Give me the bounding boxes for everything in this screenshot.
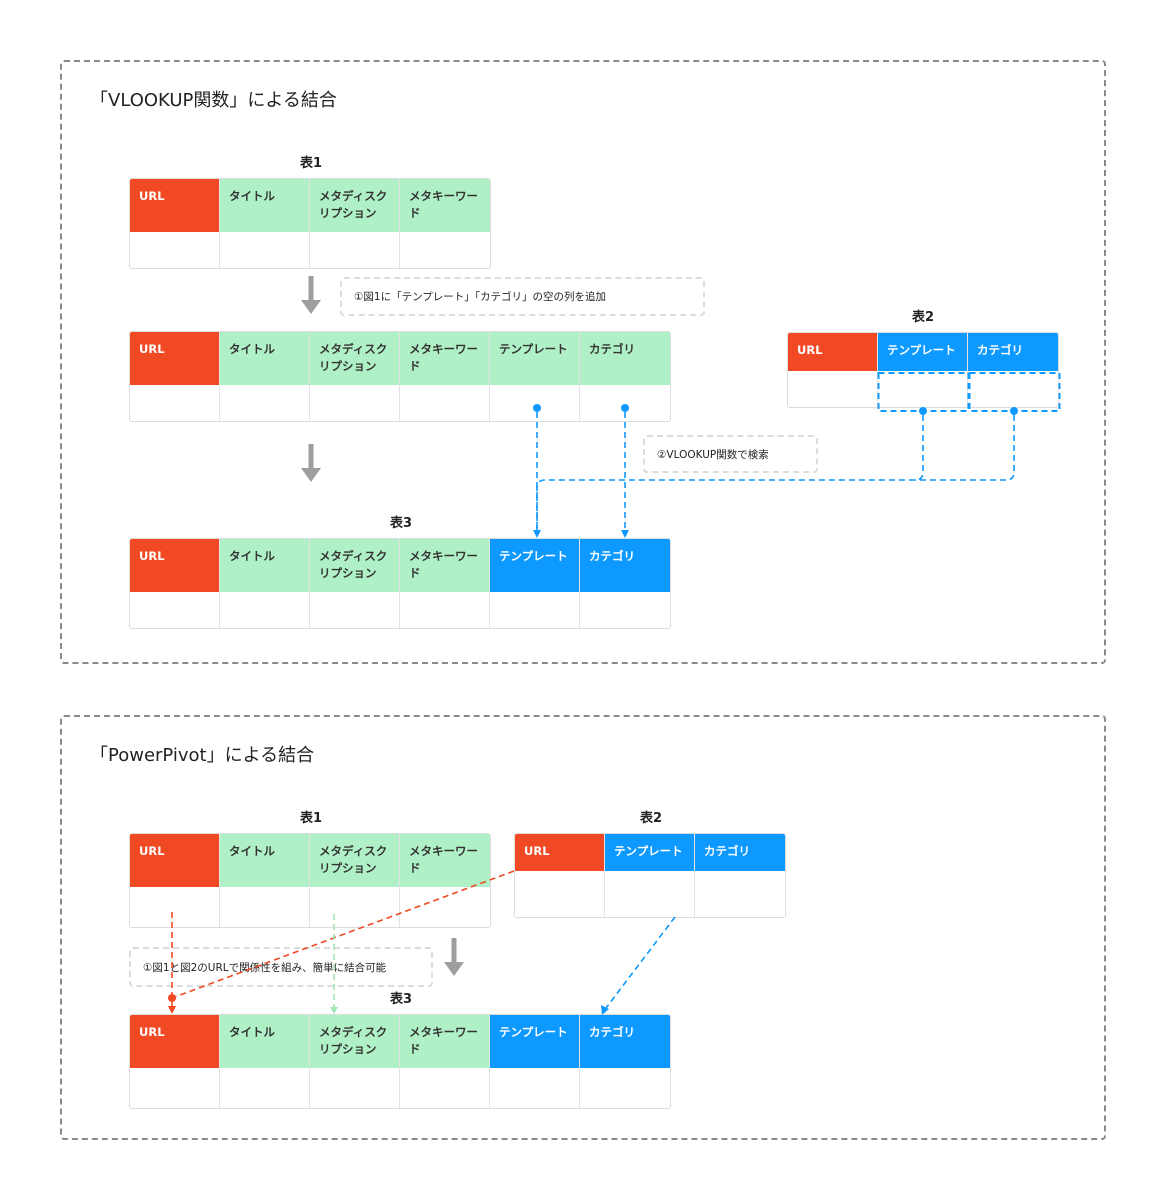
arrow-down-icon <box>301 444 321 482</box>
header-template: テンプレート <box>490 1015 579 1068</box>
table1: URL タイトル メタディスクリプション メタキーワード <box>129 833 491 928</box>
header-meta-keywords: メタキーワード <box>400 332 489 385</box>
header-category: カテゴリ <box>695 834 785 871</box>
header-url: URL <box>130 1015 219 1068</box>
header-url: URL <box>130 834 219 887</box>
header-title: タイトル <box>220 332 309 385</box>
header-url: URL <box>130 539 219 592</box>
vlookup-panel-title: 「VLOOKUP関数」による結合 <box>90 90 337 111</box>
table2: URL テンプレート カテゴリ <box>787 332 1059 408</box>
header-template: テンプレート <box>490 332 579 385</box>
header-meta-description: メタディスクリプション <box>310 332 399 385</box>
header-meta-description: メタディスクリプション <box>310 834 399 887</box>
header-meta-description: メタディスクリプション <box>310 179 399 232</box>
table3: URL タイトル メタディスクリプション メタキーワード テンプレート カテゴリ <box>129 538 671 629</box>
table3-label: 表3 <box>389 516 413 531</box>
table2-label: 表2 <box>639 811 663 826</box>
header-meta-keywords: メタキーワード <box>400 834 490 887</box>
vlookup-panel <box>60 60 1106 664</box>
header-url: URL <box>130 332 219 385</box>
header-url: URL <box>130 179 219 232</box>
header-title: タイトル <box>220 1015 309 1068</box>
step2-note: ②VLOOKUP関数で検索 <box>643 435 818 473</box>
table2-label: 表2 <box>911 310 935 325</box>
powerpivot-panel <box>60 715 1106 1140</box>
header-template: テンプレート <box>878 333 967 371</box>
header-category: カテゴリ <box>580 1015 670 1068</box>
header-title: タイトル <box>220 539 309 592</box>
table1: URL タイトル メタディスクリプション メタキーワード <box>129 178 491 269</box>
header-category: カテゴリ <box>968 333 1058 371</box>
header-url: URL <box>788 333 877 371</box>
table1-label: 表1 <box>299 811 323 826</box>
step1-note: ①図1に「テンプレート」「カテゴリ」の空の列を追加 <box>340 277 705 316</box>
table2: URL テンプレート カテゴリ <box>514 833 786 918</box>
header-meta-keywords: メタキーワード <box>400 1015 489 1068</box>
header-template: テンプレート <box>490 539 579 592</box>
header-title: タイトル <box>220 179 309 232</box>
powerpivot-panel-title: 「PowerPivot」による結合 <box>90 745 315 766</box>
table3: URL タイトル メタディスクリプション メタキーワード テンプレート カテゴリ <box>129 1014 671 1109</box>
step1-note: ①図1と図2のURLで関係性を組み、簡単に結合可能 <box>129 947 433 987</box>
header-meta-description: メタディスクリプション <box>310 539 399 592</box>
header-category: カテゴリ <box>580 539 670 592</box>
header-url: URL <box>515 834 604 871</box>
table1-label: 表1 <box>299 156 323 171</box>
arrow-down-icon <box>444 938 464 976</box>
header-meta-description: メタディスクリプション <box>310 1015 399 1068</box>
header-category: カテゴリ <box>580 332 670 385</box>
table3-label: 表3 <box>389 992 413 1007</box>
header-meta-keywords: メタキーワード <box>400 539 489 592</box>
arrow-down-icon <box>301 276 321 314</box>
header-title: タイトル <box>220 834 309 887</box>
header-template: テンプレート <box>605 834 694 871</box>
table1-extended: URL タイトル メタディスクリプション メタキーワード テンプレート カテゴリ <box>129 331 671 422</box>
header-meta-keywords: メタキーワード <box>400 179 490 232</box>
